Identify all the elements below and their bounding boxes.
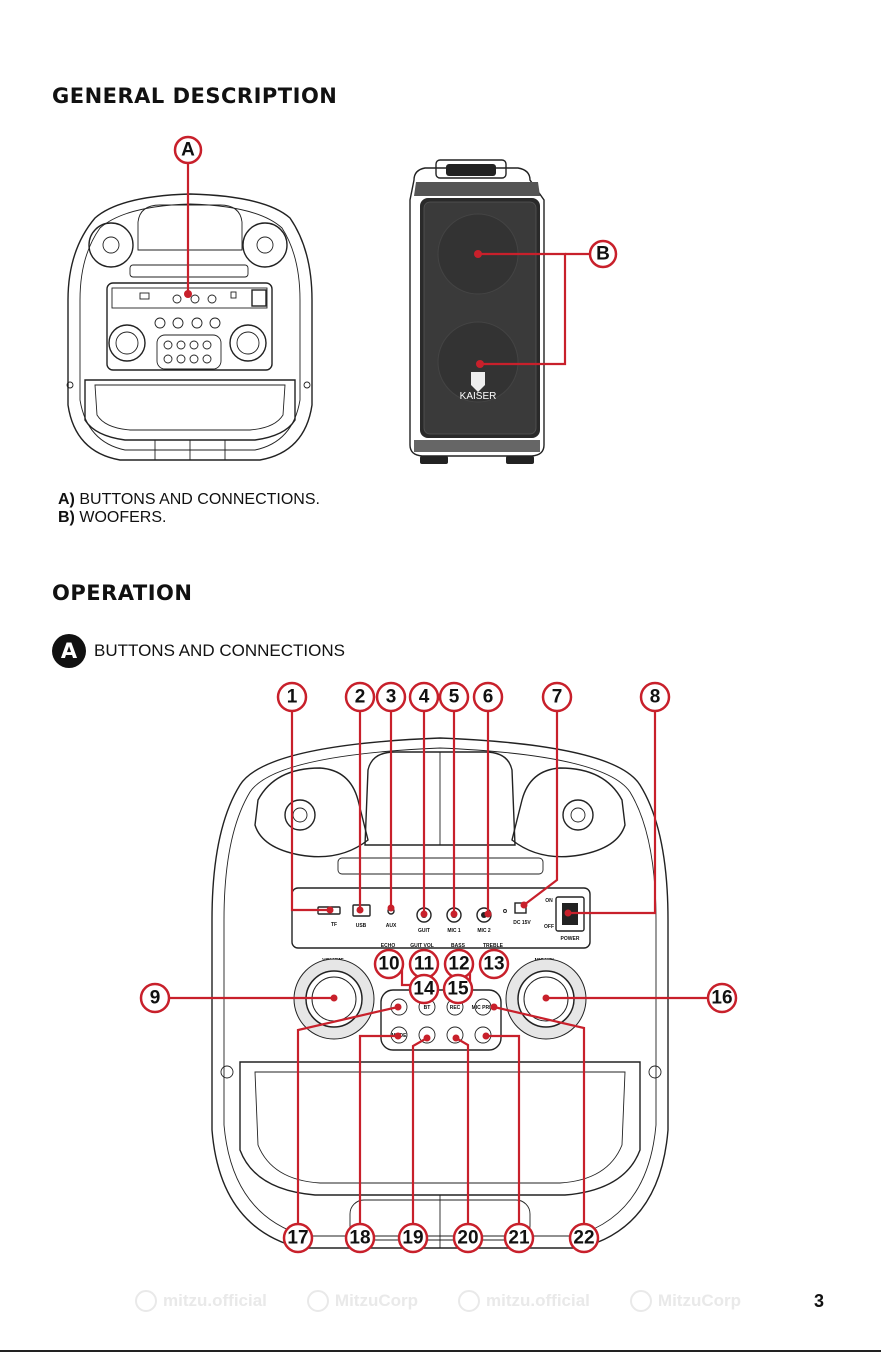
speaker-front-small: A <box>66 135 313 461</box>
youtube-icon <box>306 1290 329 1312</box>
label-off: OFF <box>544 924 554 930</box>
watermark-1: mitzu.official <box>135 1290 267 1312</box>
subsection-label: BUTTONS AND CONNECTIONS <box>94 641 345 660</box>
watermark-2: MitzuCorp <box>306 1290 418 1312</box>
label-usb: USB <box>356 923 367 929</box>
callout-4: 4 <box>419 687 430 708</box>
general-legend: A) BUTTONS AND CONNECTIONS. B) WOOFERS. <box>58 491 320 527</box>
watermark-row: mitzu.official MitzuCorp mitzu.official … <box>135 1290 741 1312</box>
label-tf: TF <box>331 922 337 928</box>
callout-a: A <box>181 140 195 161</box>
label-power: POWER <box>561 936 580 942</box>
tiktok-icon <box>458 1290 480 1312</box>
label-treble: TREBLE <box>483 943 504 949</box>
callout-18: 18 <box>349 1228 370 1249</box>
callout-6: 6 <box>483 687 494 708</box>
callout-11: 11 <box>414 954 435 975</box>
watermark-4: MitzuCorp <box>629 1290 741 1312</box>
label-mic2: MIC 2 <box>477 928 491 934</box>
label-bass: BASS <box>451 943 466 949</box>
section-title-operation: OPERATION <box>52 581 193 605</box>
speaker-side-view: KAISER B <box>409 159 618 464</box>
callout-1: 1 <box>287 687 298 708</box>
callout-13: 13 <box>483 954 504 975</box>
callout-b: B <box>596 244 610 265</box>
label-rec: REC <box>450 1005 461 1011</box>
speaker-front-large: TF USB AUX GUIT MIC 1 MIC 2 DC 15V ON OF… <box>211 737 669 1249</box>
brand-logo-text: KAISER <box>460 391 497 402</box>
subsection-heading-a: A BUTTONS AND CONNECTIONS <box>52 634 345 668</box>
callout-5: 5 <box>449 687 460 708</box>
callout-3: 3 <box>386 687 397 708</box>
callout-20: 20 <box>457 1228 478 1249</box>
callout-21: 21 <box>508 1228 530 1249</box>
facebook-icon <box>629 1290 652 1312</box>
leader-lines <box>168 710 718 1226</box>
page-number: 3 <box>814 1291 825 1311</box>
callout-12: 12 <box>448 954 469 975</box>
section-badge: A <box>52 634 86 668</box>
callout-14: 14 <box>413 979 435 1000</box>
page-bottom-rule <box>0 1350 881 1352</box>
label-echo: ECHO <box>381 943 396 949</box>
instagram-icon <box>135 1290 157 1312</box>
label-guit-vol: GUIT VOL <box>410 943 434 949</box>
callout-10: 10 <box>378 954 399 975</box>
legend-item-a: A) BUTTONS AND CONNECTIONS. <box>58 491 320 508</box>
watermark-3: mitzu.official <box>458 1290 590 1312</box>
callout-16: 16 <box>711 988 732 1009</box>
callout-17: 17 <box>287 1228 308 1249</box>
label-dc: DC 15V <box>513 920 531 926</box>
callout-9: 9 <box>150 988 161 1009</box>
callout-2: 2 <box>355 687 366 708</box>
numbered-callouts: 1 2 3 4 5 6 7 8 9 10 11 12 13 14 15 16 1… <box>139 681 738 1254</box>
legend-item-b: B) WOOFERS. <box>58 509 167 526</box>
label-aux: AUX <box>386 923 397 929</box>
callout-19: 19 <box>402 1228 423 1249</box>
callout-7: 7 <box>552 687 563 708</box>
label-on: ON <box>545 898 553 904</box>
callout-15: 15 <box>447 979 469 1000</box>
label-mic-prio: MIC PRIO <box>472 1005 495 1011</box>
section-title-general: GENERAL DESCRIPTION <box>52 84 338 108</box>
callout-22: 22 <box>573 1228 594 1249</box>
callout-8: 8 <box>650 687 661 708</box>
label-bt: BT <box>424 1005 431 1011</box>
label-guit: GUIT <box>418 928 430 934</box>
label-mic1: MIC 1 <box>447 928 461 934</box>
